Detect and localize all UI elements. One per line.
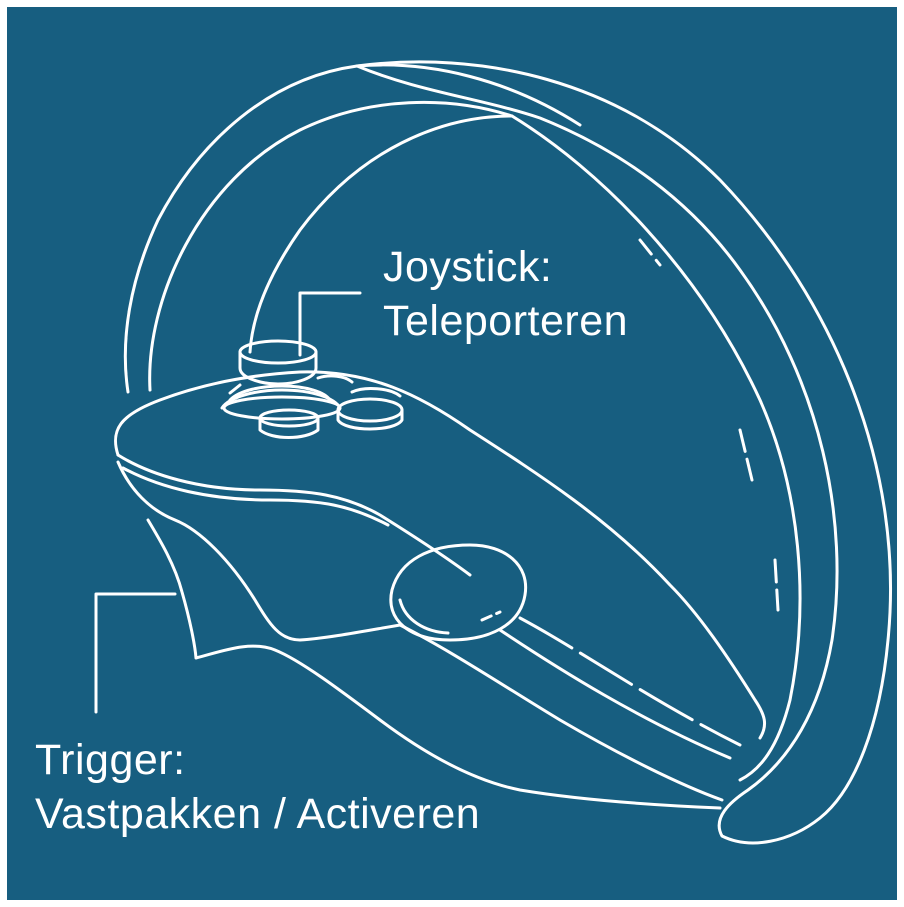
trigger-label: Trigger: Vastpakken / Activeren	[35, 733, 480, 841]
vr-controller-illustration	[94, 60, 892, 845]
tracking-ring-outer	[355, 60, 892, 845]
tracking-ring-inner-surface	[248, 114, 514, 354]
trigger-label-title: Trigger:	[35, 736, 186, 784]
trigger-button	[389, 543, 528, 642]
diagram-panel: Joystick: Teleporteren Trigger: Vastpakk…	[7, 7, 897, 900]
joystick-label-title: Joystick:	[383, 243, 553, 291]
trigger-label-action: Vastpakken / Activeren	[35, 790, 481, 838]
tracking-ring-inner-edge	[123, 64, 359, 394]
face-buttons	[258, 374, 404, 439]
tracking-ring-band	[148, 100, 802, 782]
controller-body	[113, 370, 767, 740]
controller-seam	[116, 453, 472, 577]
joystick-pointer-line	[298, 291, 362, 357]
trigger-pointer-line	[94, 592, 177, 714]
controller-grip	[116, 460, 402, 642]
joystick-label-action: Teleporteren	[383, 297, 629, 345]
joystick-label: Joystick: Teleporteren	[383, 240, 628, 348]
